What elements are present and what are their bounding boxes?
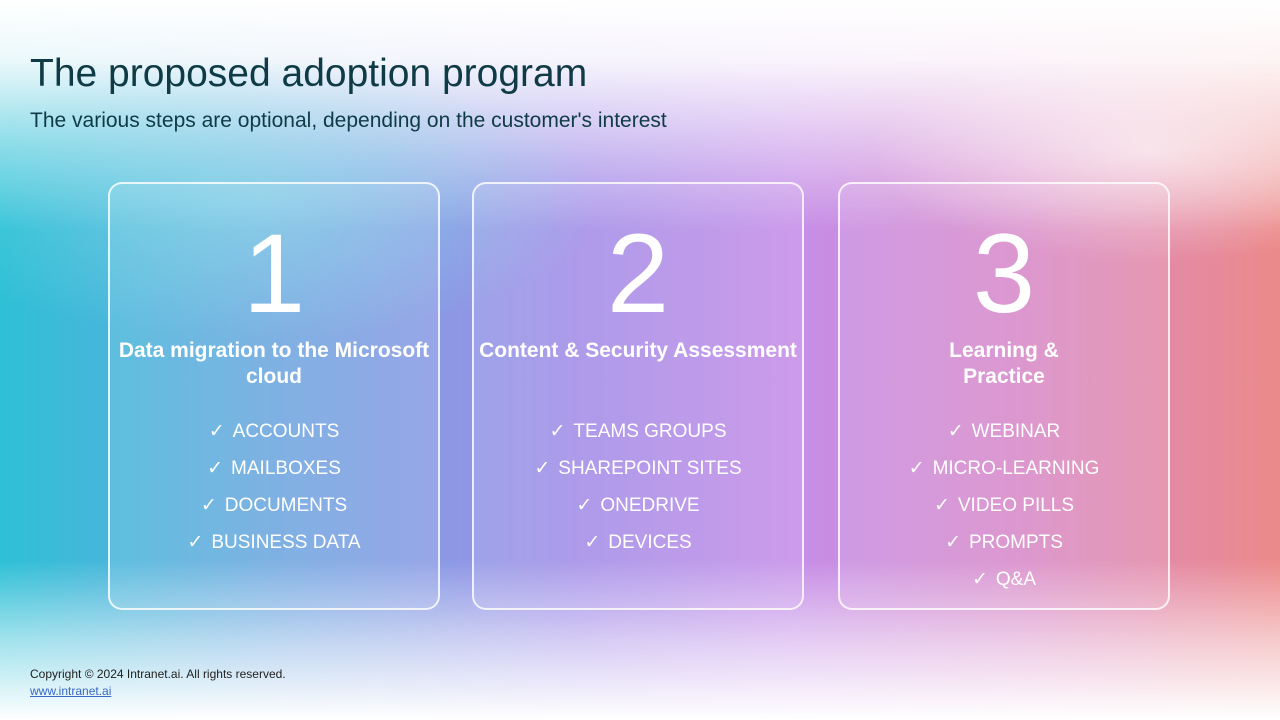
list-item: ✓ Q&A (840, 561, 1168, 598)
list-item-label: MAILBOXES (231, 458, 341, 479)
step-number: 3 (972, 211, 1036, 336)
check-icon: ✓ (549, 421, 566, 442)
list-item-label: BUSINESS DATA (211, 532, 361, 553)
list-item-label: ACCOUNTS (232, 421, 340, 442)
list-item-label: VIDEO PILLS (957, 495, 1075, 516)
slide-subtitle: The various steps are optional, dependin… (30, 109, 667, 132)
list-item-label: TEAMS GROUPS (573, 421, 727, 442)
step-number: 1 (242, 211, 306, 336)
check-icon: ✓ (947, 421, 964, 442)
list-item: ✓ PROMPTS (840, 524, 1168, 561)
list-item: ✓ DEVICES (474, 524, 802, 561)
list-item: ✓ ONEDRIVE (474, 487, 802, 524)
step-items: ✓ACCOUNTS✓MAILBOXES✓DOCUMENTS✓BUSINESS D… (110, 413, 438, 561)
check-icon: ✓ (534, 458, 551, 479)
list-item: ✓ VIDEO PILLS (840, 487, 1168, 524)
step-title: Content & Security Assessment (479, 339, 797, 362)
step-title: Data migration to the Microsoft cloud (118, 339, 430, 388)
list-item-label: WEBINAR (971, 421, 1061, 442)
list-item: ✓ MICRO-LEARNING (840, 450, 1168, 487)
list-item: ✓ ACCOUNTS (110, 413, 438, 450)
list-item: ✓ BUSINESS DATA (110, 524, 438, 561)
list-item-label: ONEDRIVE (600, 495, 700, 516)
list-item-label: Q&A (995, 569, 1037, 590)
check-icon: ✓ (187, 532, 204, 553)
list-item-label: MICRO-LEARNING (932, 458, 1100, 479)
list-item-label: PROMPTS (968, 532, 1063, 553)
list-item-label: SHAREPOINT SITES (558, 458, 742, 479)
list-item: ✓ SHAREPOINT SITES (474, 450, 802, 487)
list-item-label: DOCUMENTS (224, 495, 348, 516)
check-icon: ✓ (208, 421, 225, 442)
step-items: ✓TEAMS GROUPS✓SHAREPOINT SITES✓ONEDRIVE✓… (474, 413, 802, 561)
step-items: ✓ WEBINAR ✓ MICRO-LEARNING ✓ VIDEO PILLS ✓ PROM… (840, 413, 1168, 598)
list-item: ✓ MAILBOXES (110, 450, 438, 487)
check-icon: ✓ (971, 569, 988, 590)
list-item-label: DEVICES (608, 532, 692, 553)
slide-title: The proposed adoption program (30, 52, 588, 95)
website-link[interactable]: www.intranet.ai (30, 684, 112, 698)
copyright: Copyright © 2024 Intranet.ai. All rights… (30, 667, 286, 681)
list-item: ✓ DOCUMENTS (110, 487, 438, 524)
check-icon: ✓ (584, 532, 601, 553)
step-number: 2 (606, 211, 670, 336)
step-title: Learning & Practice (949, 339, 1059, 388)
list-item: ✓ TEAMS GROUPS (474, 413, 802, 450)
list-item: ✓ WEBINAR (840, 413, 1168, 450)
check-icon: ✓ (933, 495, 950, 516)
check-icon: ✓ (945, 532, 961, 553)
check-icon: ✓ (200, 495, 217, 516)
check-icon: ✓ (908, 458, 925, 479)
check-icon: ✓ (207, 458, 224, 479)
check-icon: ✓ (576, 495, 593, 516)
